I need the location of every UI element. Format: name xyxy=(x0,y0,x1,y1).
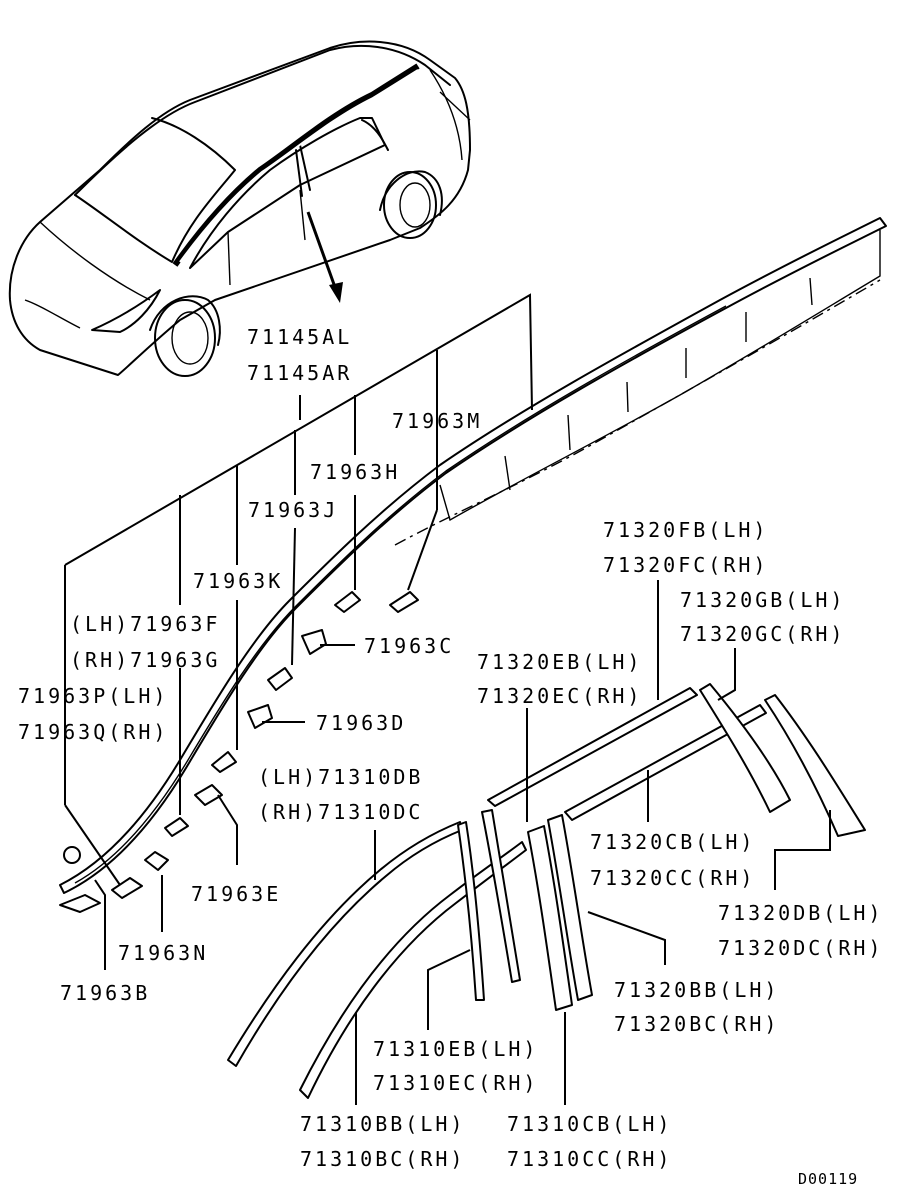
label-71963G: (RH)71963G xyxy=(70,648,221,672)
label-71963Q: 71963Q(RH) xyxy=(18,720,169,744)
label-71963M: 71963M xyxy=(392,409,483,433)
label-71320BB: 71320BB(LH) xyxy=(614,978,780,1002)
leader-lines xyxy=(64,293,831,1105)
label-71963H: 71963H xyxy=(310,460,401,484)
label-71310BB: 71310BB(LH) xyxy=(300,1112,466,1136)
label-71963D: 71963D xyxy=(316,711,407,735)
label-71320GC: 71320GC(RH) xyxy=(680,622,846,646)
label-71320FB: 71320FB(LH) xyxy=(603,518,769,542)
label-71310CB: 71310CB(LH) xyxy=(507,1112,673,1136)
window-molding-assembly xyxy=(227,683,866,1099)
label-71310EC: 71310EC(RH) xyxy=(373,1071,539,1095)
label-71963N: 71963N xyxy=(118,941,209,965)
label-71963C: 71963C xyxy=(364,634,455,658)
label-71320GB: 71320GB(LH) xyxy=(680,588,846,612)
label-71320CC: 71320CC(RH) xyxy=(590,866,756,890)
label-71320CB: 71320CB(LH) xyxy=(590,830,756,854)
label-71963P: 71963P(LH) xyxy=(18,684,169,708)
label-71963F: (LH)71963F xyxy=(70,612,221,636)
label-71320DB: 71320DB(LH) xyxy=(718,901,884,925)
label-71963J: 71963J xyxy=(248,498,339,522)
label-71320EC: 71320EC(RH) xyxy=(477,684,643,708)
vehicle-illustration xyxy=(8,40,471,377)
label-71320BC: 71320BC(RH) xyxy=(614,1012,780,1036)
label-71310EB: 71310EB(LH) xyxy=(373,1037,539,1061)
label-71963B: 71963B xyxy=(60,981,151,1005)
label-71310CC: 71310CC(RH) xyxy=(507,1147,673,1171)
label-71320EB: 71320EB(LH) xyxy=(477,650,643,674)
roof-molding-assembly xyxy=(59,217,887,913)
label-71310DC: (RH)71310DC xyxy=(258,800,424,824)
label-71320FC: 71320FC(RH) xyxy=(603,553,769,577)
label-71310BC: 71310BC(RH) xyxy=(300,1147,466,1171)
label-71145AR: 71145AR xyxy=(247,361,353,385)
label-71963E: 71963E xyxy=(191,882,282,906)
label-71320DC: 71320DC(RH) xyxy=(718,936,884,960)
label-71963K: 71963K xyxy=(193,569,284,593)
label-71310DB: (LH)71310DB xyxy=(258,765,424,789)
diagram-code: D00119 xyxy=(798,1170,859,1188)
label-71145AL: 71145AL xyxy=(247,325,353,349)
